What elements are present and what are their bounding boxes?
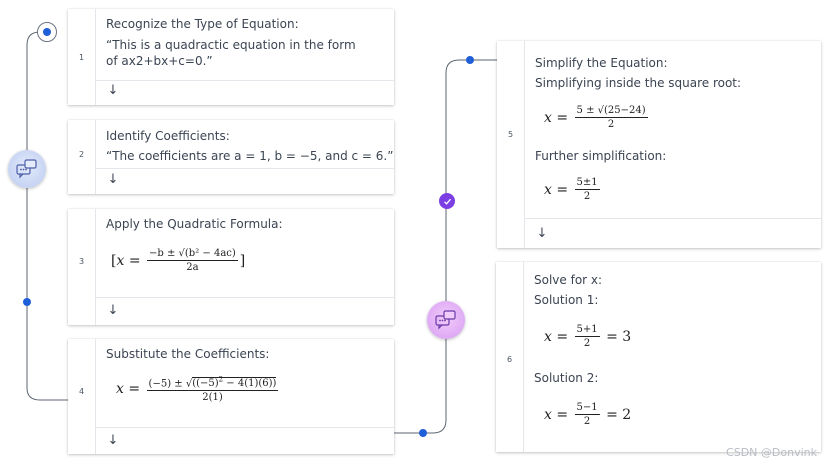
formula-denominator: 2a xyxy=(186,262,199,273)
solution-1-label: Solution 1: xyxy=(534,293,599,307)
step-number: 6 xyxy=(506,355,513,364)
card-divider xyxy=(95,297,394,298)
step-card-4: 4 Substitute the Coefficients: x = (−5) … xyxy=(68,339,394,454)
formula-result: = 2 xyxy=(606,407,632,423)
formula-result: = 3 xyxy=(606,329,632,345)
step-card-2: 2 Identify Coefficients: “The coefficien… xyxy=(68,120,394,194)
substituted-formula: x = (−5) ± √((−5)2 − 4(1)(6))2(1) xyxy=(116,376,279,404)
step-quote-line2: of ax2+bx+c=0.” xyxy=(106,54,213,68)
step-card-5: 5 Simplify the Equation: Simplifying ins… xyxy=(497,41,821,248)
formula-numerator: −b ± √(b² − 4ac) xyxy=(147,248,238,261)
timeline-dot-bottom xyxy=(419,429,427,437)
step-quote-line1: “This is a quadractic equation in the fo… xyxy=(106,38,356,52)
step-title: Simplify the Equation: xyxy=(535,56,668,70)
left-timeline xyxy=(26,31,68,401)
expand-down-icon[interactable]: ↓ xyxy=(107,83,119,98)
solution-2-label: Solution 2: xyxy=(534,371,599,385)
step-card-6: 6 Solve for x: Solution 1: Solution 2: x… xyxy=(496,262,821,452)
step-title: Solve for x: xyxy=(534,273,603,287)
step-number: 1 xyxy=(78,53,85,62)
simplify-formula-1: x = 5 ± √(25−24)2 xyxy=(544,105,648,130)
formula-denominator: 2(1) xyxy=(202,392,223,404)
formula-denominator: 2 xyxy=(607,119,615,130)
chat-bubbles-icon xyxy=(427,301,465,339)
bridge-timeline xyxy=(393,59,497,434)
step-title: Apply the Quadratic Formula: xyxy=(106,217,283,231)
step-number: 4 xyxy=(78,387,85,396)
step-number-column: 6 xyxy=(496,262,524,452)
step-number-column: 2 xyxy=(68,120,96,194)
formula-denominator: 2 xyxy=(583,416,591,427)
step-card-1: 1 Recognize the Type of Equation: “This … xyxy=(68,9,394,105)
step-number: 5 xyxy=(507,130,514,139)
formula-denominator: 2 xyxy=(583,338,591,349)
quadratic-formula: [x = −b ± √(b² − 4ac)2a] xyxy=(111,248,246,273)
expand-down-icon[interactable]: ↓ xyxy=(107,433,119,448)
card-divider xyxy=(524,218,821,219)
step-title: Substitute the Coefficients: xyxy=(106,347,270,361)
formula-numerator: 5±1 xyxy=(574,177,600,190)
chat-bubbles-icon xyxy=(8,150,46,188)
formula-numerator: 5 ± √(25−24) xyxy=(574,105,648,118)
expand-down-icon[interactable]: ↓ xyxy=(107,303,119,318)
step-number-column: 4 xyxy=(68,339,96,454)
expand-down-icon[interactable]: ↓ xyxy=(536,226,548,241)
step-number-column: 3 xyxy=(68,209,96,325)
watermark: CSDN @Donvink xyxy=(726,446,817,459)
timeline-dot-top xyxy=(466,56,474,64)
card-divider xyxy=(95,80,394,81)
formula-numerator: 5−1 xyxy=(574,402,600,415)
step-quote: “The coefficients are a = 1, b = −5, and… xyxy=(106,149,394,163)
step-number-column: 1 xyxy=(68,9,96,105)
card-divider xyxy=(95,427,394,428)
step-card-3: 3 Apply the Quadratic Formula: [x = −b ±… xyxy=(68,209,394,325)
check-icon xyxy=(439,193,455,209)
step-title: Recognize the Type of Equation: xyxy=(106,17,299,31)
formula-denominator: 2 xyxy=(583,191,591,202)
step-subtitle: Simplifying inside the square root: xyxy=(535,76,742,90)
step-title: Identify Coefficients: xyxy=(106,129,230,143)
step-number: 3 xyxy=(78,257,85,266)
start-node-icon xyxy=(37,22,57,42)
card-divider xyxy=(95,168,394,169)
step-further: Further simplification: xyxy=(535,149,667,163)
expand-down-icon[interactable]: ↓ xyxy=(107,172,119,187)
timeline-dot-left xyxy=(23,298,31,306)
formula-numerator: 5+1 xyxy=(574,324,600,337)
step-number-column: 5 xyxy=(497,41,525,248)
step-number: 2 xyxy=(78,150,85,159)
